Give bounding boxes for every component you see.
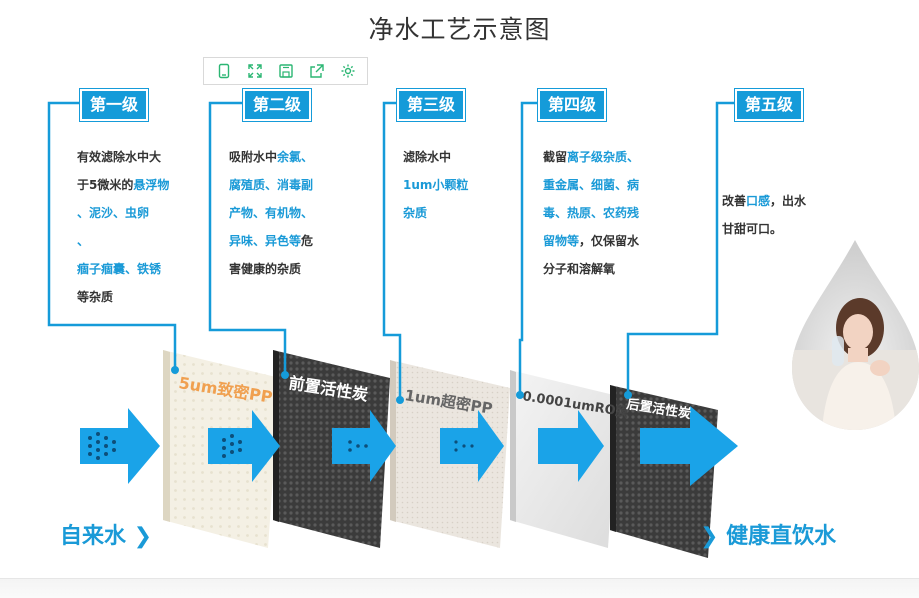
highlight-text: 离子级杂质、 xyxy=(567,150,640,164)
toolbar xyxy=(203,57,368,85)
stage-desc-line: 滤除水中 xyxy=(403,143,468,171)
connector-2 xyxy=(208,101,287,375)
connector-dot-4 xyxy=(516,391,524,399)
stage-desc-line: 吸附水中余氯、 xyxy=(229,143,313,171)
input-label-tap-water: 自来水 ❯ xyxy=(60,524,153,549)
highlight-text: 悬浮物 xyxy=(133,178,170,192)
desc-text: ，出水 xyxy=(770,194,807,208)
stage-label-5: 第五级 xyxy=(735,89,804,121)
stage-desc-line: 重金属、细菌、病 xyxy=(543,171,639,199)
highlight-text: 1um小颗粒 xyxy=(403,178,469,192)
stage-desc-line: 于5微米的悬浮物 xyxy=(77,171,169,199)
stage-desc-2: 吸附水中余氯、腐殖质、消毒副产物、有机物、异味、异色等危害健康的杂质 xyxy=(229,143,313,283)
stage-desc-line: 、泥沙、虫卵 xyxy=(77,199,169,227)
filter-panel-carbon-pre xyxy=(273,350,390,548)
highlight-text: 重金属、细菌、病 xyxy=(543,178,640,192)
desc-text: ，仅保留水 xyxy=(579,234,640,248)
save-icon[interactable] xyxy=(275,60,297,82)
desc-text: 于5微米的 xyxy=(77,178,134,192)
highlight-text: 留物等 xyxy=(543,234,580,248)
stage-desc-line: 分子和溶解氧 xyxy=(543,255,639,283)
stage-desc-line: 害健康的杂质 xyxy=(229,255,313,283)
connector-dot-5 xyxy=(624,391,632,399)
output-label-drinking-water: ❯ 健康直饮水 xyxy=(700,524,837,549)
flow-arrow-6 xyxy=(640,406,738,486)
stage-label-2: 第二级 xyxy=(243,89,312,121)
stage-desc-line: 痼子痼囊、铁锈 xyxy=(77,255,169,283)
tablet-icon[interactable] xyxy=(213,60,235,82)
desc-text: 甘甜可口。 xyxy=(722,222,783,236)
highlight-text: 口感 xyxy=(746,194,771,208)
stage-label-3: 第三级 xyxy=(397,89,466,121)
connector-4 xyxy=(518,101,538,395)
connector-3 xyxy=(382,101,402,400)
stage-desc-line: 有效滤除水中大 xyxy=(77,143,169,171)
stage-desc-5: 改善口感，出水甘甜可口。 xyxy=(722,187,806,243)
stage-desc-line: 杂质 xyxy=(403,199,468,227)
stage-desc-4: 截留离子级杂质、重金属、细菌、病毒、热原、农药残留物等，仅保留水分子和溶解氧 xyxy=(543,143,639,283)
highlight-text: 杂质 xyxy=(403,206,428,220)
highlight-text: 、泥沙、虫卵 xyxy=(77,206,150,220)
fullscreen-icon[interactable] xyxy=(244,60,266,82)
desc-text: 有效滤除水中大 xyxy=(77,150,162,164)
page-title: 净水工艺示意图 xyxy=(368,15,551,44)
stage-desc-line: 改善口感，出水 xyxy=(722,187,806,215)
water-drop-person-image xyxy=(792,240,919,430)
connector-1 xyxy=(47,101,177,370)
flow-arrow-2 xyxy=(208,410,280,482)
desc-text: 改善 xyxy=(722,194,747,208)
stage-desc-line: 、 xyxy=(77,227,169,255)
highlight-text: 产物、有机物、 xyxy=(229,206,314,220)
stage-desc-line: 甘甜可口。 xyxy=(722,215,806,243)
footer-bar xyxy=(0,578,919,598)
desc-text: 等杂质 xyxy=(77,290,114,304)
flow-arrow-5 xyxy=(538,410,604,482)
desc-text: 分子和溶解氧 xyxy=(543,262,616,276)
water-dots xyxy=(88,432,474,460)
stage-desc-line: 产物、有机物、 xyxy=(229,199,313,227)
stage-desc-line: 异味、异色等危 xyxy=(229,227,313,255)
highlight-text: 余氯、 xyxy=(277,150,314,164)
connector-dot-3 xyxy=(396,396,404,404)
desc-text: 滤除水中 xyxy=(403,150,452,164)
desc-text: 截留 xyxy=(543,150,568,164)
stage-desc-1: 有效滤除水中大于5微米的悬浮物、泥沙、虫卵、痼子痼囊、铁锈等杂质 xyxy=(77,143,169,311)
connector-dot-2 xyxy=(281,371,289,379)
share-icon[interactable] xyxy=(306,60,328,82)
connector-dot-1 xyxy=(171,366,179,374)
stage-desc-3: 滤除水中 1um小颗粒杂质 xyxy=(403,143,468,227)
highlight-text: 异味、异色等 xyxy=(229,234,302,248)
desc-text: 害健康的杂质 xyxy=(229,262,302,276)
highlight-text: 、 xyxy=(77,234,90,248)
connector-5 xyxy=(626,101,735,395)
stage-desc-line: 毒、热原、农药残 xyxy=(543,199,639,227)
settings-icon[interactable] xyxy=(337,60,359,82)
highlight-text: 痼子痼囊、铁锈 xyxy=(77,262,162,276)
highlight-text: 毒、热原、农药残 xyxy=(543,206,640,220)
connector-lines xyxy=(47,101,735,400)
flow-arrow-1 xyxy=(80,408,160,484)
stage-desc-line: 等杂质 xyxy=(77,283,169,311)
stage-desc-line: 截留离子级杂质、 xyxy=(543,143,639,171)
stage-desc-line: 留物等，仅保留水 xyxy=(543,227,639,255)
stage-label-4: 第四级 xyxy=(538,89,607,121)
stage-desc-line: 腐殖质、消毒副 xyxy=(229,171,313,199)
stage-desc-line: 1um小颗粒 xyxy=(403,171,468,199)
flow-arrow-3 xyxy=(332,410,396,482)
stage-label-1: 第一级 xyxy=(80,89,149,121)
highlight-text: 腐殖质、消毒副 xyxy=(229,178,314,192)
desc-text: 危 xyxy=(301,234,314,248)
desc-text: 吸附水中 xyxy=(229,150,278,164)
